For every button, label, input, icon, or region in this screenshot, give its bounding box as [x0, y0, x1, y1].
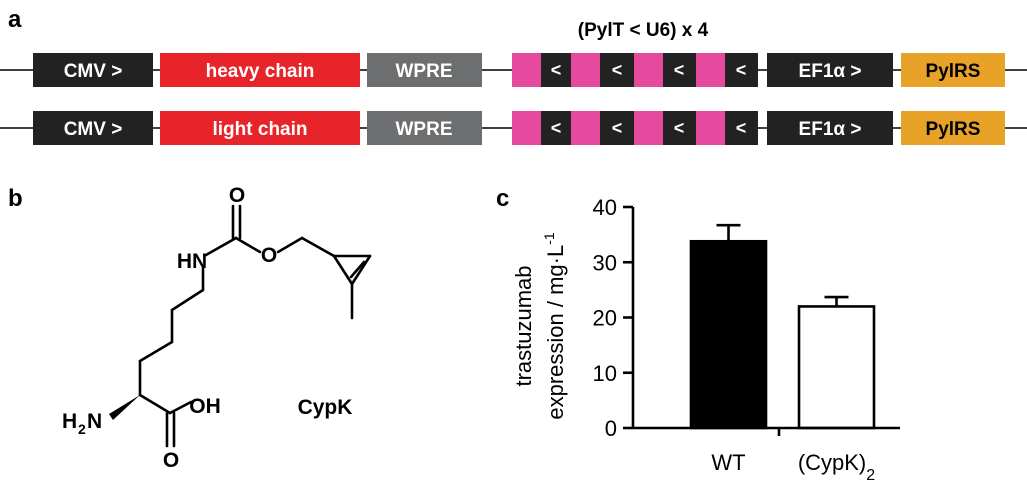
pylt-box — [696, 53, 725, 87]
x-tick-label: WT — [711, 450, 745, 475]
y-tick-label: 30 — [593, 250, 617, 275]
atom-o-ester: O — [261, 244, 277, 267]
bond — [234, 236, 262, 254]
pylrs-box — [901, 53, 1005, 87]
u6-arrow: < — [736, 118, 747, 138]
bar-chart: trastuzumab expression / mg·L-1 0 10 20 30 4… — [511, 195, 900, 484]
construct-row-light: CMV > light chain WPRE < < < < EF1α > — [0, 111, 1027, 145]
bond — [170, 288, 205, 312]
ef1a-promoter-label: EF1α > — [799, 119, 862, 140]
u6-promoter-box — [541, 53, 571, 87]
u6-arrow: < — [736, 60, 747, 80]
light-chain-label: light chain — [213, 119, 308, 140]
wpre-label: WPRE — [396, 119, 453, 140]
wpre-box — [367, 111, 482, 145]
pylt-box — [571, 53, 600, 87]
bond — [332, 254, 354, 286]
y-axis-label-superscript: -1 — [541, 232, 557, 245]
bond — [349, 260, 366, 279]
bond — [168, 400, 193, 415]
cassette-title: (PylT < U6) x 4 — [578, 20, 709, 41]
heavy-chain-box — [160, 53, 360, 87]
bond — [204, 236, 238, 257]
u6-arrow: < — [551, 118, 562, 138]
y-tick-label: 10 — [593, 361, 617, 386]
wedge-bond — [109, 395, 140, 420]
cmv-promoter-label: CMV > — [64, 119, 123, 140]
pylrs-label: PylRS — [926, 61, 981, 82]
atom-nh2-h: H — [62, 410, 77, 433]
cmv-promoter-box — [33, 53, 153, 87]
pylt-cassette: < < < < — [512, 111, 758, 145]
bond — [138, 340, 174, 363]
bond — [300, 236, 336, 258]
y-tick-label: 20 — [593, 306, 617, 331]
cypk-structure: O HN O OH H 2 N O — [62, 184, 372, 472]
y-axis-label-main: expression / mg·L — [543, 245, 568, 420]
atom-nh2-n: N — [87, 410, 102, 433]
ef1a-promoter-label: EF1α > — [799, 61, 862, 82]
panel-a-letter: a — [8, 6, 22, 33]
atom-oh: OH — [189, 395, 221, 418]
panel-c: c trastuzumab expression / mg·L-1 0 10 20 3… — [496, 185, 900, 484]
u6-arrow: < — [674, 118, 685, 138]
x-tick-label: (CypK)2 — [798, 450, 875, 484]
pylt-box — [512, 53, 541, 87]
compound-name: CypK — [298, 396, 353, 419]
u6-arrow: < — [612, 60, 623, 80]
x-tick-label-main: (CypK) — [798, 450, 866, 475]
bar-cypk2 — [797, 305, 876, 430]
pylt-box — [696, 111, 725, 145]
panel-c-letter: c — [496, 185, 509, 212]
u6-arrow: < — [612, 118, 623, 138]
pylt-cassette: < < < < — [512, 53, 758, 87]
pylt-box — [571, 111, 600, 145]
bond — [138, 393, 172, 415]
atom-nh2-sub: 2 — [78, 421, 86, 437]
u6-arrow: < — [674, 60, 685, 80]
atom-nh2: H 2 N — [62, 410, 102, 437]
light-chain-box — [160, 111, 360, 145]
u6-promoter-box — [600, 53, 634, 87]
panel-b: b — [8, 184, 372, 472]
atom-o-carbonyl: O — [229, 184, 245, 207]
x-tick-label-main: WT — [711, 450, 745, 475]
pylt-box — [634, 53, 663, 87]
y-tick-label: 0 — [605, 416, 617, 441]
y-axis-label-line1: trastuzumab — [511, 265, 536, 386]
x-tick-label-subscript: 2 — [866, 467, 875, 484]
y-tick-label: 40 — [593, 195, 617, 220]
heavy-chain-label: heavy chain — [206, 61, 315, 82]
bond — [350, 254, 372, 286]
u6-promoter-box — [663, 111, 696, 145]
panel-a: a (PylT < U6) x 4 CMV > heavy chain WPRE… — [0, 6, 1027, 145]
cmv-promoter-box — [33, 111, 153, 145]
atom-o-carboxyl: O — [163, 449, 179, 472]
ef1a-promoter-box — [767, 111, 893, 145]
atom-nh: HN — [177, 250, 207, 273]
y-axis-ticks: 0 10 20 30 40 — [593, 195, 633, 441]
pylrs-label: PylRS — [926, 119, 981, 140]
pylt-box — [512, 111, 541, 145]
u6-promoter-box — [541, 111, 571, 145]
u6-promoter-box — [725, 111, 758, 145]
u6-promoter-box — [600, 111, 634, 145]
x-axis-labels: WT (CypK)2 — [711, 450, 875, 484]
y-axis-label-line2: expression / mg·L-1 — [541, 232, 568, 420]
u6-promoter-box — [663, 53, 696, 87]
bars — [689, 223, 876, 430]
pylt-box — [634, 111, 663, 145]
cmv-promoter-label: CMV > — [64, 61, 123, 82]
construct-row-heavy: CMV > heavy chain WPRE < < < < EF1α > — [0, 53, 1027, 87]
u6-arrow: < — [551, 60, 562, 80]
bar-wt — [689, 239, 768, 430]
wpre-label: WPRE — [396, 61, 453, 82]
bond — [276, 236, 304, 254]
wpre-box — [367, 53, 482, 87]
u6-promoter-box — [725, 53, 758, 87]
ef1a-promoter-box — [767, 53, 893, 87]
panel-b-letter: b — [8, 185, 23, 212]
pylrs-box — [901, 111, 1005, 145]
